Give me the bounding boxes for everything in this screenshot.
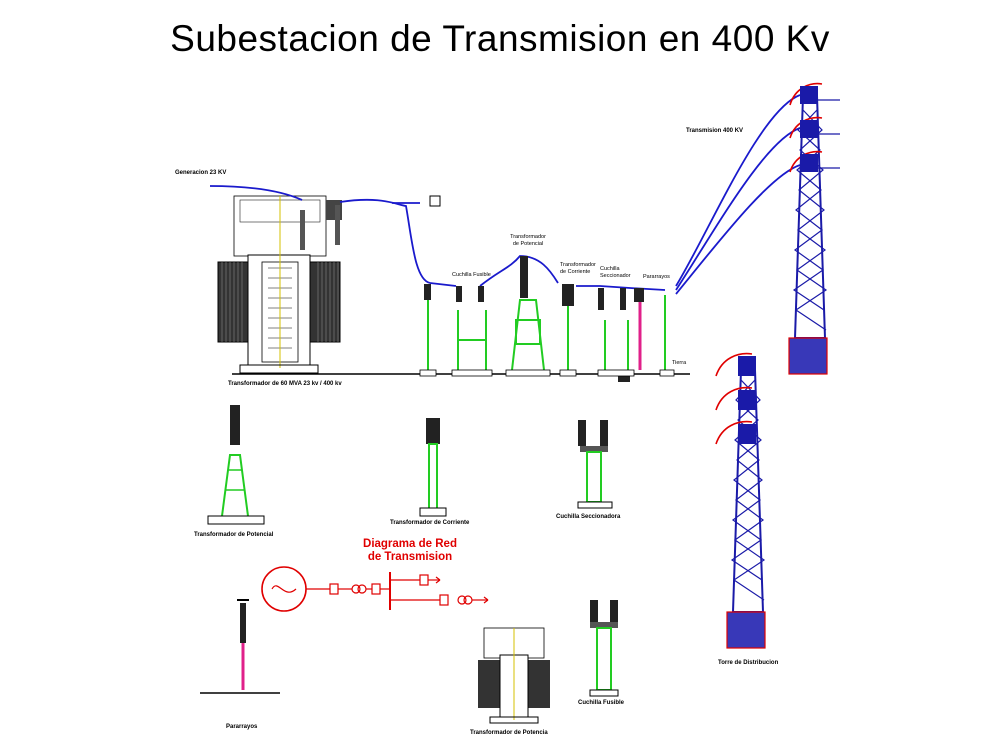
label-generacion: Generacion 23 KV xyxy=(175,170,227,176)
network-diagram-title-line1: Diagrama de Red xyxy=(363,538,457,550)
network-diagram-title: Diagrama de Red de Transmision xyxy=(340,538,480,564)
label-pararrayos: Pararrayos xyxy=(643,274,670,280)
label-cuchilla-fusible: Cuchilla Fusible xyxy=(452,272,491,278)
label-det-torre: Torre de Distribucion xyxy=(718,660,779,666)
label-tc-line2: de Corriente xyxy=(560,269,591,275)
supports xyxy=(427,295,666,371)
detail-current-transformer xyxy=(419,418,447,517)
label-det-tp: Transformador de Potencial xyxy=(194,532,274,538)
main-transformer xyxy=(217,195,342,374)
label-main-transformer: Transformador de 60 MVA 23 kv / 400 kv xyxy=(228,381,342,387)
label-tc-line1: Transformador xyxy=(560,262,596,268)
network-diagram xyxy=(261,566,489,612)
page-title: Subestacion de Transmision en 400 Kv xyxy=(170,18,830,59)
network-diagram-title-line2: de Transmision xyxy=(367,551,453,563)
label-det-cf: Cuchilla Fusible xyxy=(578,700,625,706)
distribution-tower xyxy=(715,352,766,649)
label-cs-line2: Seccionador xyxy=(600,273,631,279)
label-tp-line2: de Potencial xyxy=(512,241,544,247)
label-det-cs: Cuchilla Seccionadora xyxy=(556,514,621,520)
detail-disconnect-switch xyxy=(577,420,613,509)
detail-surge-arrester xyxy=(200,599,280,694)
conductors xyxy=(209,94,801,295)
label-tierra: Tierra xyxy=(672,360,687,366)
label-det-tpot: Transformador de Potencia xyxy=(470,730,548,736)
label-tp-line1: Transformador xyxy=(510,234,546,240)
label-det-tc: Transformador de Corriente xyxy=(390,520,470,526)
label-transmision: Transmision 400 KV xyxy=(686,128,744,134)
equipment-main-row xyxy=(424,256,644,382)
label-cs-line1: Cuchilla xyxy=(600,266,620,272)
label-det-pararrayos: Pararrayos xyxy=(226,724,258,730)
transmission-tower xyxy=(788,82,840,375)
detail-potential-transformer xyxy=(207,405,265,525)
detail-power-transformer xyxy=(478,627,550,724)
detail-fuse-switch xyxy=(589,600,619,697)
